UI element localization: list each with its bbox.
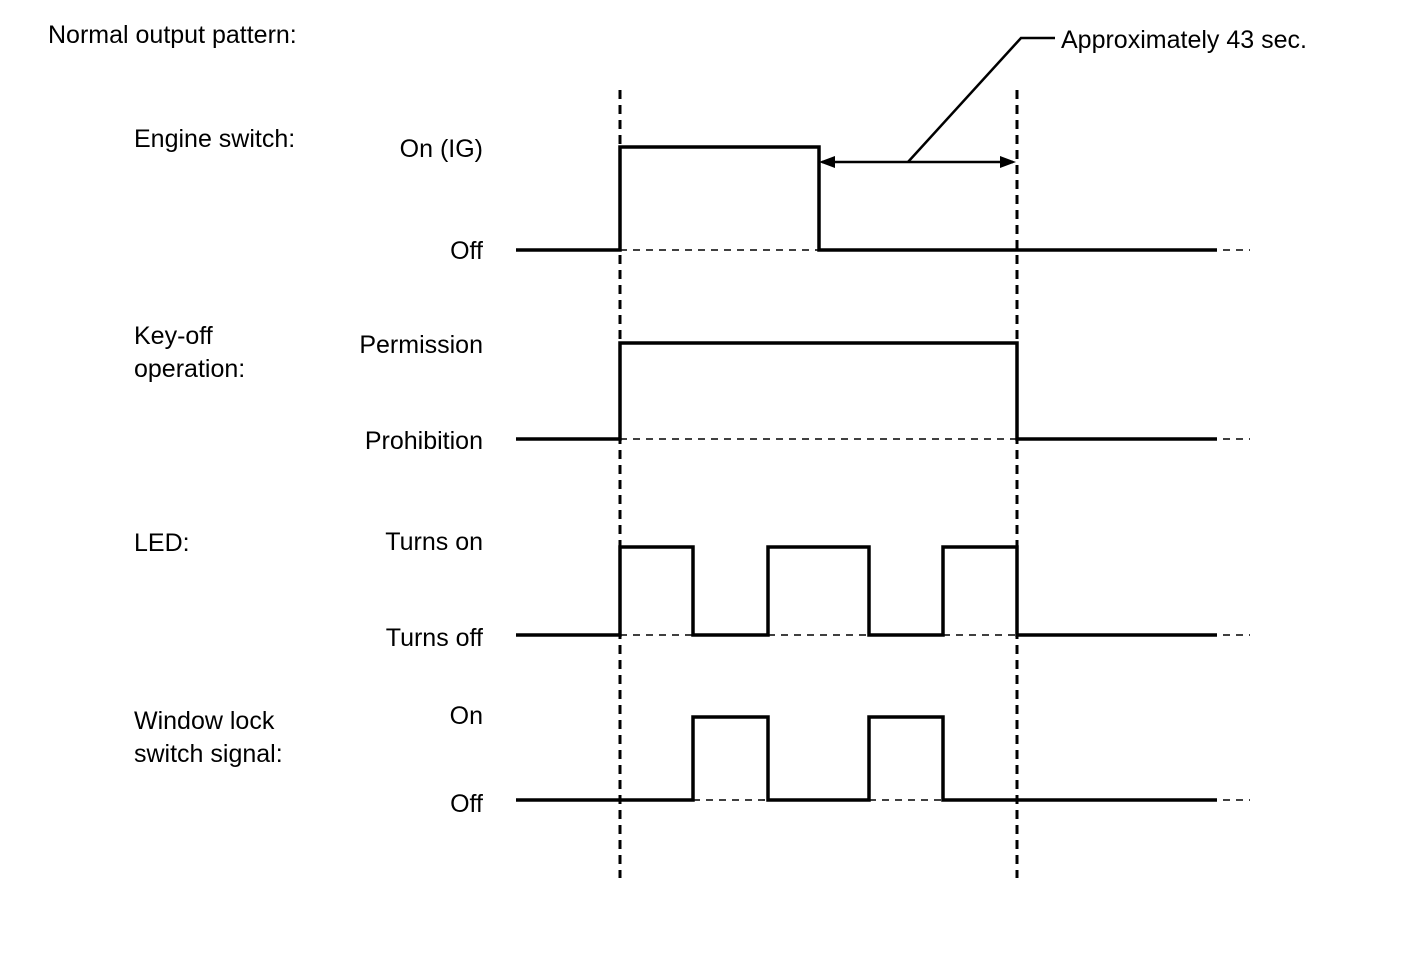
duration-annotation: Approximately 43 sec. <box>1061 26 1307 54</box>
waveform <box>516 145 1217 252</box>
annotation-leader-line <box>907 36 1055 163</box>
signal-name: operation: <box>134 355 245 383</box>
low-level-label: Off <box>450 237 483 265</box>
waveform <box>516 715 1217 802</box>
low-level-label: Turns off <box>386 624 483 652</box>
high-level-label: On <box>450 702 483 730</box>
signal-name: Window lock <box>134 707 275 735</box>
signal-engine: Engine switch: On (IG) Off <box>134 125 1250 265</box>
signal-name: LED: <box>134 529 190 557</box>
waveform <box>516 545 1217 637</box>
low-level-label: Prohibition <box>365 427 483 455</box>
signal-led: LED: Turns on Turns off <box>134 528 1250 652</box>
signal-name: Key-off <box>134 322 213 350</box>
diagram-title: Normal output pattern: <box>48 21 297 49</box>
signal-name: switch signal: <box>134 740 283 768</box>
waveform <box>516 341 1217 441</box>
high-level-label: On (IG) <box>400 135 483 163</box>
low-level-label: Off <box>450 790 483 818</box>
signal-name: Engine switch: <box>134 125 295 153</box>
dimension-arrowhead-right <box>1000 156 1016 168</box>
high-level-label: Permission <box>359 331 483 359</box>
dimension-arrowhead-left <box>819 156 835 168</box>
high-level-label: Turns on <box>385 528 483 556</box>
